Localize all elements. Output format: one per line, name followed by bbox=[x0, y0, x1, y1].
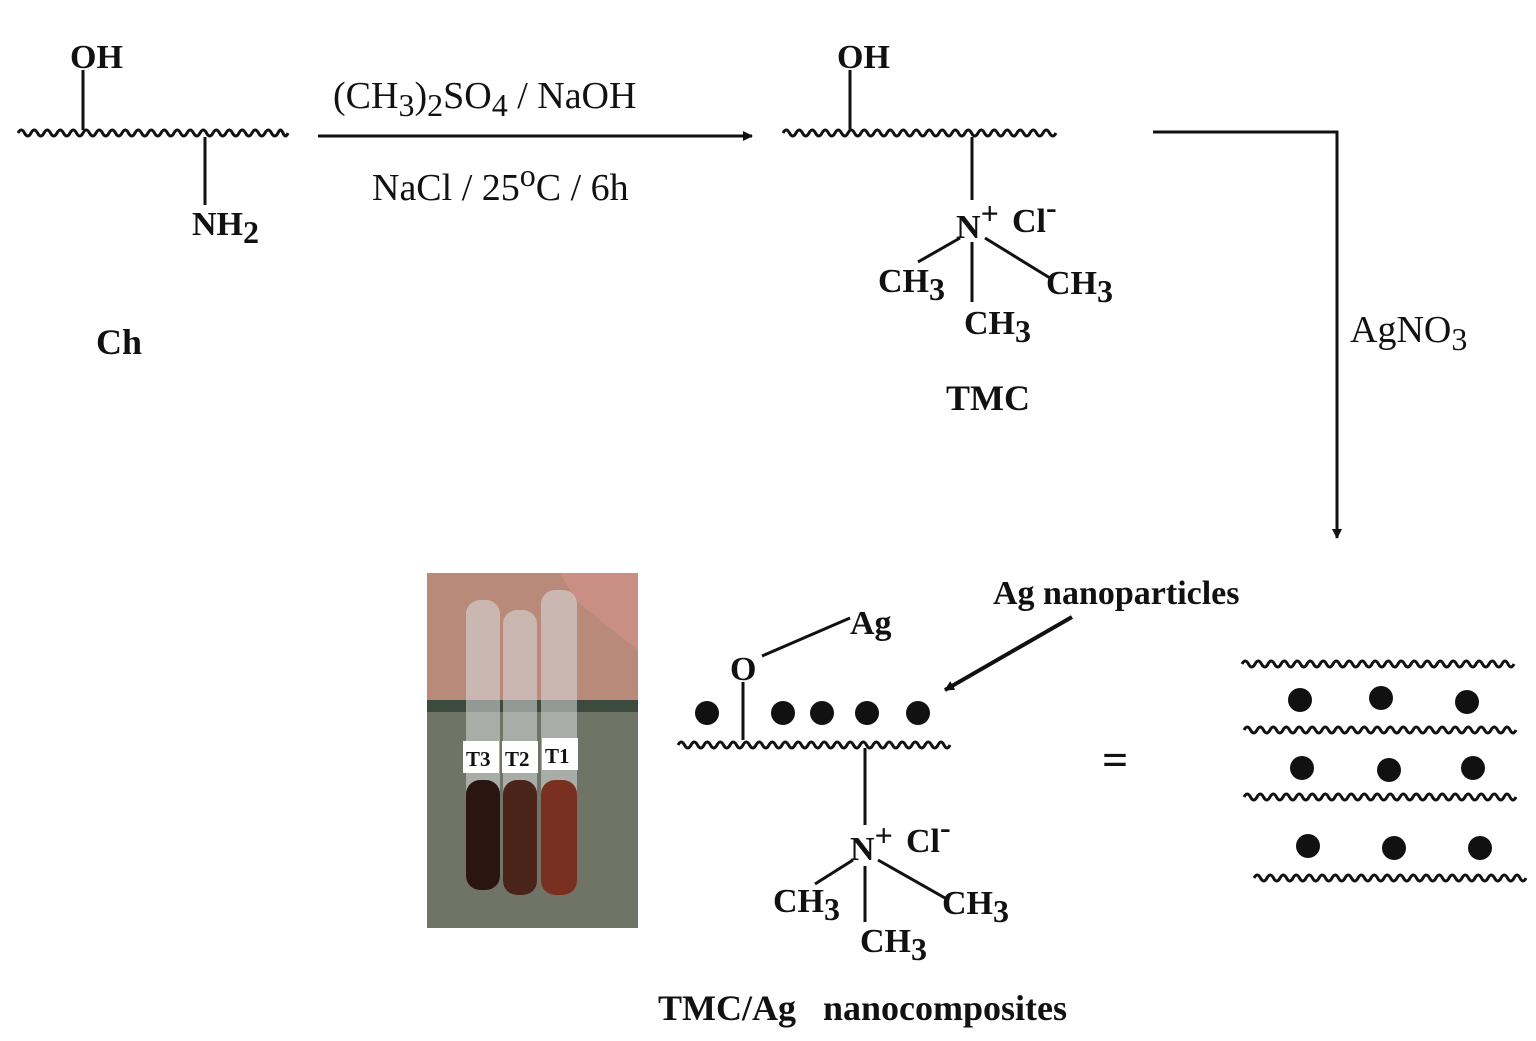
nanocomposite-backbone bbox=[676, 740, 952, 750]
tmc-ch3-bottom: CH3 bbox=[964, 305, 1031, 349]
chitosan-oh-label: OH bbox=[70, 39, 123, 76]
layer-ag-nanoparticle bbox=[1369, 686, 1393, 710]
chitosan-name: Ch bbox=[96, 322, 142, 362]
tmc-cl-label: Cl- bbox=[1012, 189, 1057, 240]
tmc-backbone bbox=[781, 128, 1058, 138]
tube-t2-tag bbox=[502, 741, 538, 773]
layer-ag-nanoparticle bbox=[1455, 690, 1479, 714]
tmc-oh-label: OH bbox=[837, 39, 890, 76]
reaction-1: (CH3)2SO4 / NaOH NaCl / 25oC / 6h bbox=[318, 75, 753, 209]
ag-nanoparticle bbox=[810, 701, 834, 725]
ag-nanoparticles-label: Ag nanoparticles bbox=[993, 575, 1240, 612]
nanocomposite-n-label: N+ bbox=[850, 817, 893, 868]
ag-nanoparticle bbox=[695, 701, 719, 725]
layer-chain-1 bbox=[1240, 659, 1516, 669]
tube-t3-liquid bbox=[466, 780, 500, 890]
reaction-2: AgNO3 bbox=[1153, 130, 1467, 539]
nanocomposite-o-label: O bbox=[730, 651, 756, 688]
tube-label-t2: T2 bbox=[505, 747, 530, 771]
nanocomposite-ch3-left: CH3 bbox=[773, 883, 840, 927]
layer-chain-3 bbox=[1242, 792, 1518, 802]
nanocomposite-ag-label: Ag bbox=[850, 605, 892, 642]
layer-ag-nanoparticle bbox=[1290, 756, 1314, 780]
layered-schematic bbox=[1240, 659, 1528, 883]
nanocomposite-ch3-right-bond bbox=[877, 858, 946, 900]
tube-t1-liquid bbox=[541, 780, 577, 895]
ag-nanoparticle bbox=[906, 701, 930, 725]
tmc-name: TMC bbox=[946, 378, 1030, 418]
tmc-ch3-left: CH3 bbox=[878, 263, 945, 307]
tmc-n-label: N+ bbox=[956, 195, 999, 246]
layer-chain-4 bbox=[1252, 873, 1528, 883]
chitosan-structure: OH NH2 Ch bbox=[16, 39, 290, 362]
tmc-ch3-left-bond bbox=[917, 236, 961, 264]
tmc-ch3-right: CH3 bbox=[1046, 265, 1113, 309]
ag-nanoparticle-pointer bbox=[944, 615, 1073, 692]
reaction-1-reagents: (CH3)2SO4 / NaOH bbox=[333, 75, 636, 123]
nanocomposite-cl-label: Cl- bbox=[906, 809, 951, 860]
layer-ag-nanoparticle bbox=[1296, 834, 1320, 858]
layer-ag-nanoparticle bbox=[1377, 758, 1401, 782]
chitosan-nh2-label: NH2 bbox=[192, 206, 259, 250]
nanocomposite-structure: O Ag Ag nanoparticles N+ Cl- CH3 CH3 CH3… bbox=[658, 575, 1240, 1028]
tube-label-t1: T1 bbox=[545, 744, 570, 768]
layer-particles bbox=[1288, 686, 1492, 860]
tube-t1-tag bbox=[542, 738, 578, 770]
tube-t3-tag bbox=[463, 741, 499, 773]
layer-ag-nanoparticle bbox=[1382, 836, 1406, 860]
reaction-2-arrow bbox=[1153, 130, 1342, 539]
nanocomposite-ch3-bottom: CH3 bbox=[860, 923, 927, 967]
tube-t2-liquid bbox=[503, 780, 537, 895]
reaction-1-conditions: NaCl / 25oC / 6h bbox=[372, 157, 629, 209]
nanocomposite-ch3-right: CH3 bbox=[942, 885, 1009, 929]
layer-ag-nanoparticle bbox=[1468, 836, 1492, 860]
chitosan-backbone bbox=[16, 128, 290, 138]
tmc-structure: OH N+ Cl- CH3 CH3 CH3 TMC bbox=[781, 39, 1113, 418]
nanocomposite-ag-bond bbox=[761, 616, 851, 658]
layer-chain-2 bbox=[1242, 725, 1518, 735]
ag-nanoparticle bbox=[771, 701, 795, 725]
nanocomposite-particles bbox=[695, 701, 930, 725]
nanocomposite-name: TMC/Ag nanocomposites bbox=[658, 988, 1067, 1028]
reaction-2-reagent: AgNO3 bbox=[1350, 309, 1467, 357]
ag-nanoparticle bbox=[855, 701, 879, 725]
test-tube-photo: T3 T2 T1 bbox=[427, 573, 638, 928]
nanocomposite-ch3-left-bond bbox=[814, 858, 854, 886]
equals-sign: = bbox=[1102, 734, 1128, 785]
tmc-ch3-right-bond bbox=[984, 236, 1051, 280]
photo-hand bbox=[560, 573, 638, 650]
layer-ag-nanoparticle bbox=[1288, 688, 1312, 712]
layer-ag-nanoparticle bbox=[1461, 756, 1485, 780]
tube-label-t3: T3 bbox=[466, 747, 491, 771]
